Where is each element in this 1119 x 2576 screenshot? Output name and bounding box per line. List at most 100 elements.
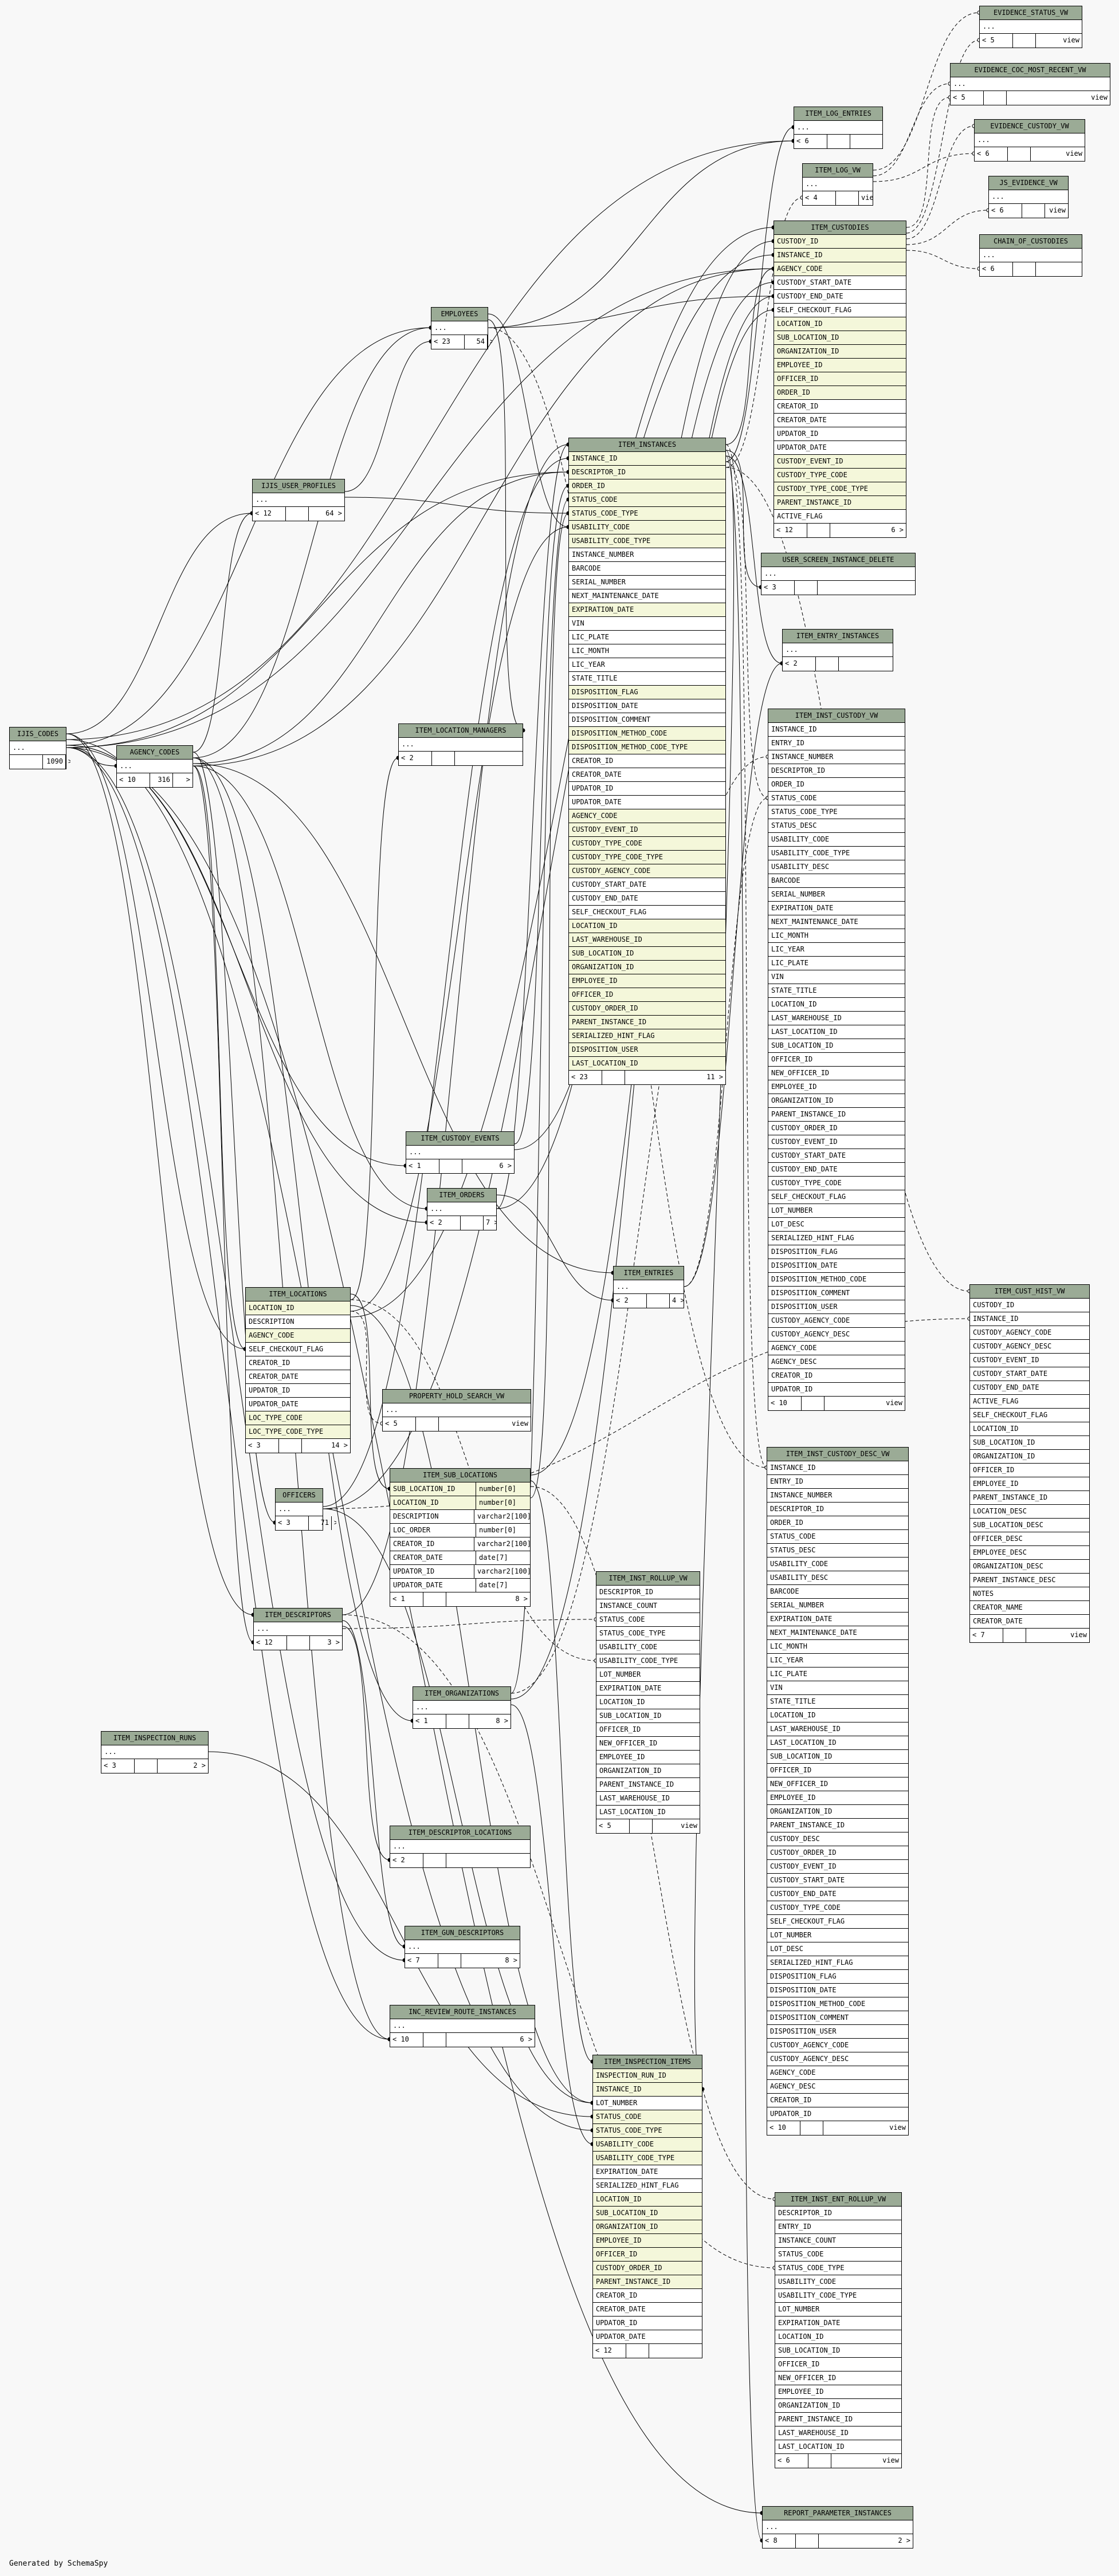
parent-count: < 1: [390, 1592, 423, 1606]
table-title[interactable]: ITEM_CUSTODIES: [774, 221, 906, 235]
relationship-edge: [193, 763, 614, 1273]
table-title[interactable]: ITEM_INSPECTION_RUNS: [101, 1732, 208, 1745]
table-chain-of-custodies[interactable]: CHAIN_OF_CUSTODIES...< 6: [979, 234, 1082, 277]
parent-count: < 12: [774, 524, 807, 537]
table-title[interactable]: ITEM_INST_ENT_ROLLUP_VW: [775, 2193, 901, 2207]
table-stats: < 4view: [803, 191, 873, 205]
collapsed-columns: ...: [794, 121, 882, 135]
table-title[interactable]: ITEM_ORGANIZATIONS: [413, 1687, 511, 1701]
table-title[interactable]: ITEM_DESCRIPTORS: [254, 1608, 342, 1622]
table-title[interactable]: ITEM_CUST_HIST_VW: [970, 1285, 1089, 1299]
table-title[interactable]: EVIDENCE_CUSTODY_VW: [975, 120, 1085, 133]
table-title[interactable]: ITEM_LOG_VW: [803, 164, 873, 178]
table-user-screen-instance-delete[interactable]: USER_SCREEN_INSTANCE_DELETE...< 3: [761, 553, 916, 595]
table-title[interactable]: ITEM_LOCATION_MANAGERS: [399, 724, 523, 738]
relationship-edge: [193, 765, 246, 1350]
table-title[interactable]: REPORT_PARAMETER_INSTANCES: [763, 2507, 913, 2520]
table-stats: 1090>: [10, 755, 70, 769]
relationship-edge: [193, 757, 413, 1721]
table-title[interactable]: USER_SCREEN_INSTANCE_DELETE: [761, 553, 915, 567]
column-row: LOT_NUMBER: [775, 2303, 901, 2317]
table-title[interactable]: ITEM_INST_ROLLUP_VW: [596, 1572, 700, 1586]
table-title[interactable]: ITEM_DESCRIPTOR_LOCATIONS: [390, 1826, 530, 1840]
column-row: SUB_LOCATION_ID: [768, 1039, 905, 1053]
table-title[interactable]: EMPLOYEES: [431, 308, 488, 321]
table-title[interactable]: IJIS_CODES: [10, 727, 66, 741]
table-item-descriptor-locations[interactable]: ITEM_DESCRIPTOR_LOCATIONS...< 2: [390, 1826, 531, 1868]
table-title[interactable]: ITEM_SUB_LOCATIONS: [390, 1469, 530, 1482]
child-count: view: [889, 2123, 906, 2131]
table-title[interactable]: ITEM_INST_CUSTODY_DESC_VW: [767, 1448, 908, 1461]
table-title[interactable]: EVIDENCE_COC_MOST_RECENT_VW: [951, 64, 1110, 77]
table-title[interactable]: ITEM_ORDERS: [427, 1189, 496, 1202]
parent-count: < 3: [246, 1439, 279, 1453]
table-title[interactable]: INC_REVIEW_ROUTE_INSTANCES: [390, 2005, 535, 2019]
column-row: LOCATION_DESC: [970, 1505, 1089, 1519]
table-item-entry-instances[interactable]: ITEM_ENTRY_INSTANCES...< 2: [782, 629, 893, 671]
table-title[interactable]: ITEM_LOG_ENTRIES: [794, 107, 882, 121]
column-row: STATE_TITLE: [768, 984, 905, 998]
column-row: EMPLOYEE_ID: [768, 1080, 905, 1094]
table-title[interactable]: PROPERTY_HOLD_SEARCH_VW: [383, 1390, 531, 1403]
table-title[interactable]: ITEM_INST_CUSTODY_VW: [768, 709, 905, 723]
column-row: CUSTODY_START_DATE: [768, 1149, 905, 1163]
table-item-orders[interactable]: ITEM_ORDERS...< 27 >: [427, 1188, 497, 1230]
relationship-edge: [725, 455, 763, 2541]
table-title[interactable]: ITEM_LOCATIONS: [246, 1288, 350, 1301]
table-item-location-managers[interactable]: ITEM_LOCATION_MANAGERS...< 2: [398, 723, 523, 766]
table-title[interactable]: ITEM_INSTANCES: [569, 438, 725, 452]
child-count: view: [1063, 36, 1079, 44]
column-row: CUSTODY_EVENT_ID: [970, 1354, 1089, 1367]
table-title[interactable]: OFFICERS: [276, 1489, 323, 1503]
table-title[interactable]: ITEM_CUSTODY_EVENTS: [406, 1132, 514, 1146]
table-title[interactable]: ITEM_GUN_DESCRIPTORS: [405, 1926, 520, 1940]
table-ijis-codes[interactable]: IJIS_CODES...1090>: [9, 727, 70, 769]
table-title[interactable]: ITEM_INSPECTION_ITEMS: [593, 2055, 702, 2069]
table-title[interactable]: IJIS_USER_PROFILES: [253, 479, 344, 493]
column-row: STATUS_CODE: [593, 2110, 702, 2124]
table-title[interactable]: AGENCY_CODES: [117, 746, 193, 760]
column-row: NEW_OFFICER_ID: [596, 1737, 700, 1751]
child-count: view: [512, 1419, 528, 1427]
column-row: INSTANCE_NUMBER: [767, 1489, 908, 1503]
table-title[interactable]: ITEM_ENTRY_INSTANCES: [783, 630, 893, 643]
table-title[interactable]: JS_EVIDENCE_VW: [989, 176, 1068, 190]
child-count: 7 >: [486, 1218, 496, 1226]
table-title[interactable]: EVIDENCE_STATUS_VW: [980, 6, 1082, 20]
table-item-log-vw[interactable]: ITEM_LOG_VW...< 4view: [802, 163, 873, 206]
table-item-log-entries[interactable]: ITEM_LOG_ENTRIES...< 6: [794, 107, 883, 149]
table-title[interactable]: ITEM_ENTRIES: [614, 1267, 684, 1280]
table-title[interactable]: CHAIN_OF_CUSTODIES: [980, 235, 1082, 249]
column-row: ORGANIZATION_ID: [596, 1764, 700, 1778]
column-row: DISPOSITION_USER: [767, 2025, 908, 2039]
